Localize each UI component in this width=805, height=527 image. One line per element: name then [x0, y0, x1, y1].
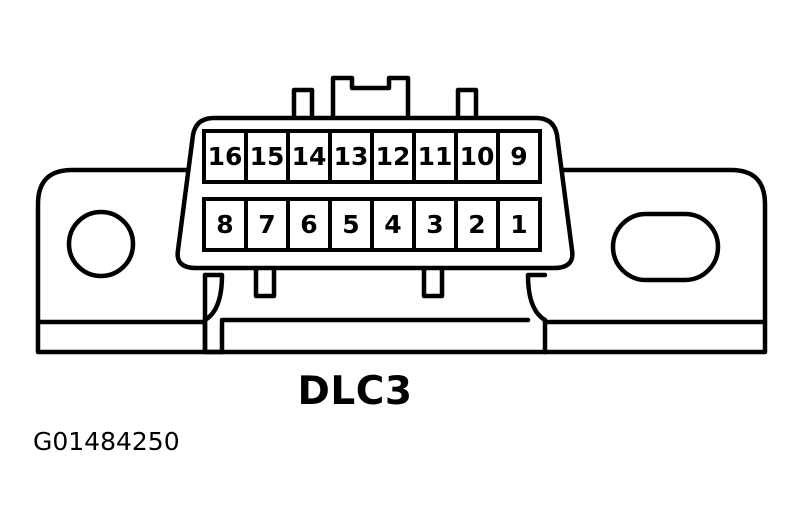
right-flange-outline	[542, 167, 768, 325]
left-mounting-flange	[35, 167, 225, 355]
pin-label-1: 1	[510, 210, 527, 239]
pin-label-2: 2	[468, 210, 485, 239]
pin-label-16: 16	[208, 142, 243, 171]
pin-cell-12[interactable]	[370, 129, 416, 184]
pin-label-10: 10	[460, 142, 495, 171]
pin-label-15: 15	[250, 142, 285, 171]
pin-cell-10[interactable]	[454, 129, 500, 184]
pin-cell-16[interactable]	[202, 129, 248, 184]
pin-grid-bottom-row: 8 7 6 5 4 3 2 1	[202, 197, 542, 252]
right-flange-oblong-hole	[610, 211, 721, 283]
pin-label-13: 13	[334, 142, 369, 171]
pin-cell-8[interactable]	[202, 197, 248, 252]
pin-label-12: 12	[376, 142, 411, 171]
pin-label-11: 11	[418, 142, 453, 171]
connector-lower-skirt	[202, 272, 548, 355]
pin-label-8: 8	[216, 210, 233, 239]
bottom-tab-left-small	[253, 265, 277, 299]
top-tab-left-small	[291, 87, 315, 123]
right-flange-base-strip	[542, 319, 768, 355]
top-tab-center-notched	[330, 75, 411, 123]
top-tab-right-small	[455, 87, 479, 123]
pin-label-7: 7	[258, 210, 275, 239]
left-flange-circular-hole	[66, 209, 136, 279]
pin-grid-top-row: 16 15 14 13 12 11 10 9	[202, 129, 542, 184]
pin-label-3: 3	[426, 210, 443, 239]
connector-top-tabs	[291, 75, 479, 123]
figure-id-label: G01484250	[33, 427, 180, 456]
pin-cell-13[interactable]	[328, 129, 374, 184]
pin-cell-6[interactable]	[286, 197, 332, 252]
connector-caption-label: DLC3	[298, 369, 413, 414]
pin-cell-3[interactable]	[412, 197, 458, 252]
pin-cell-2[interactable]	[454, 197, 500, 252]
pin-label-9: 9	[510, 142, 527, 171]
pin-cell-11[interactable]	[412, 129, 458, 184]
left-flange-outline	[35, 167, 208, 325]
connector-bottom-tabs	[253, 265, 445, 299]
pin-cell-5[interactable]	[328, 197, 374, 252]
pin-cell-4[interactable]	[370, 197, 416, 252]
pin-label-14: 14	[292, 142, 327, 171]
pin-cell-9[interactable]	[496, 129, 542, 184]
pin-label-4: 4	[384, 210, 401, 239]
right-mounting-flange	[542, 167, 768, 355]
left-flange-base-strip	[35, 319, 225, 355]
lower-skirt-right-outline	[525, 272, 548, 355]
pin-label-5: 5	[342, 210, 359, 239]
lower-skirt-outline	[202, 272, 225, 355]
pin-cell-1[interactable]	[496, 197, 542, 252]
connector-body-outline	[175, 115, 575, 271]
pin-label-6: 6	[300, 210, 317, 239]
bottom-tab-right-small	[421, 265, 445, 299]
